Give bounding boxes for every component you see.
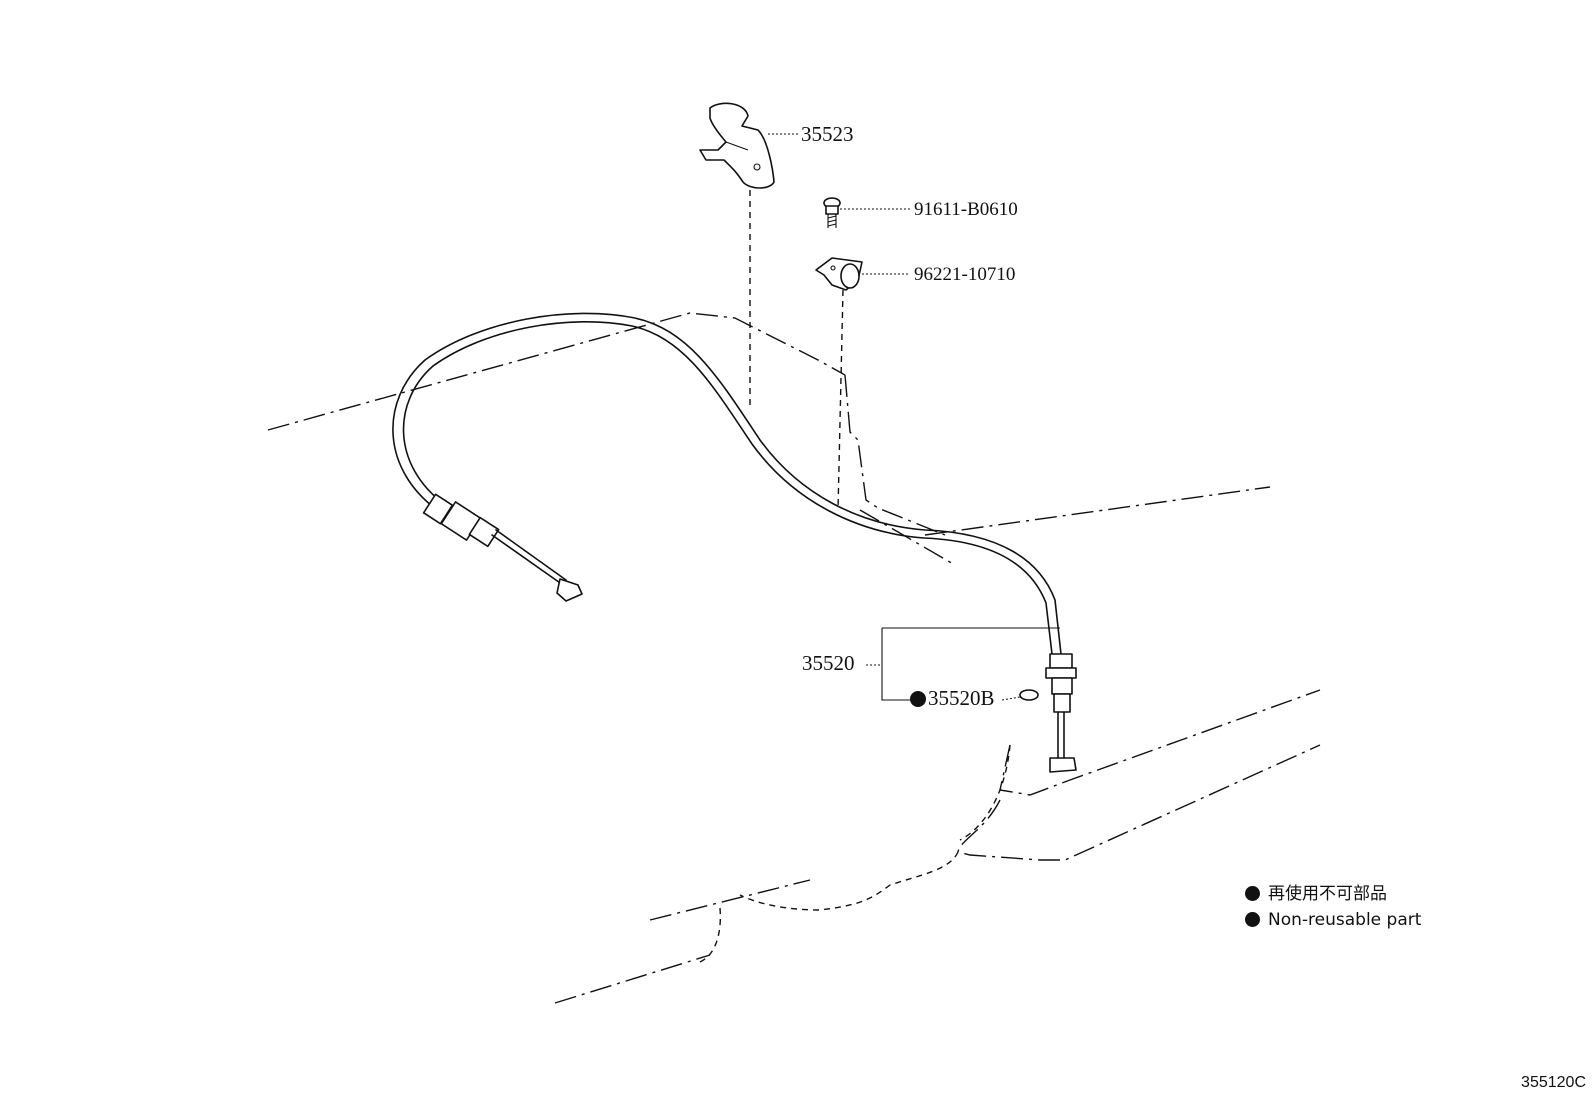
clamp-part bbox=[815, 257, 863, 291]
legend-dot-jp bbox=[1245, 886, 1260, 901]
cable-end-left bbox=[422, 493, 583, 602]
bolt-part bbox=[823, 197, 841, 228]
label-ring: 35520B bbox=[910, 688, 995, 709]
legend-jp: 再使用不可部品 bbox=[1245, 886, 1387, 903]
diagram-code: 355120C bbox=[1521, 1074, 1586, 1091]
cable bbox=[392, 312, 1062, 655]
cable-end-right bbox=[1045, 653, 1077, 773]
non-reusable-dot bbox=[910, 691, 926, 707]
bracket-part bbox=[699, 102, 775, 189]
body-outline bbox=[267, 312, 1321, 1004]
label-clamp: 96221-10710 bbox=[914, 264, 1016, 285]
label-bracket: 35523 bbox=[801, 122, 854, 146]
legend-en: Non-reusable part bbox=[1245, 912, 1421, 929]
legend-jp-text: 再使用不可部品 bbox=[1268, 884, 1387, 904]
assembly-lines bbox=[749, 190, 844, 511]
label-cable-assy: 35520 bbox=[802, 651, 855, 675]
legend-en-text: Non-reusable part bbox=[1268, 910, 1422, 930]
leaders bbox=[768, 133, 1060, 701]
label-ring-text: 35520B bbox=[928, 686, 995, 710]
o-ring bbox=[1019, 689, 1039, 701]
legend-dot-en bbox=[1245, 912, 1260, 927]
label-bolt: 91611-B0610 bbox=[914, 199, 1018, 220]
